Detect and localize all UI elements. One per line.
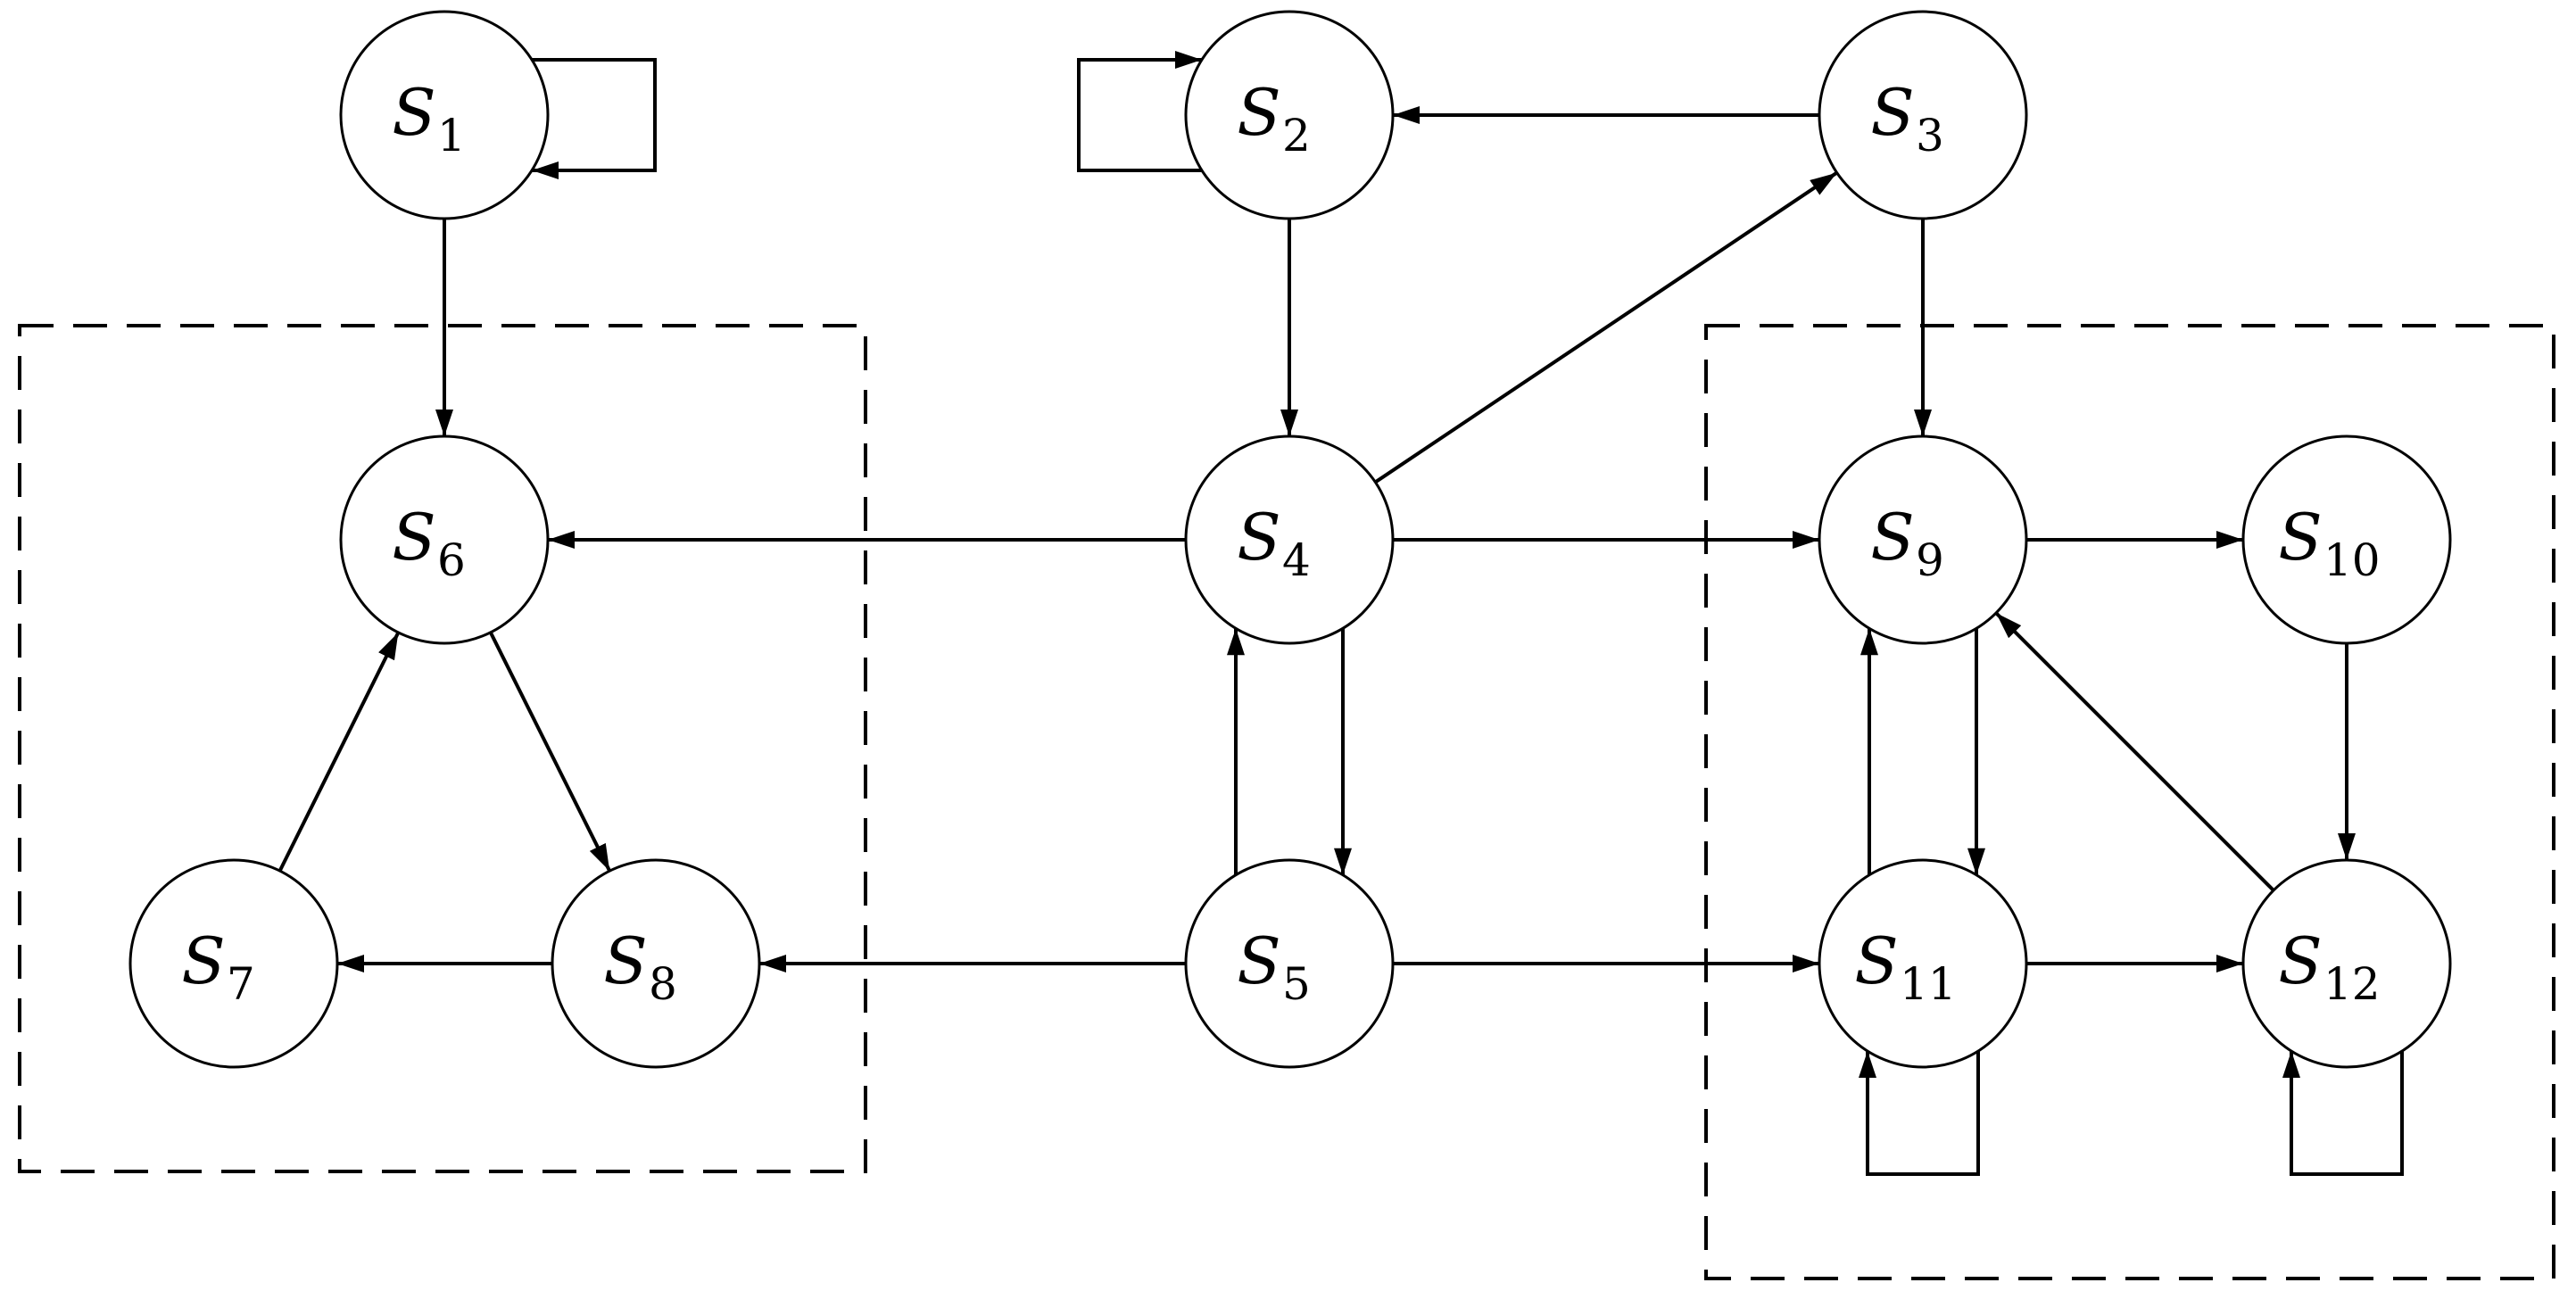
edge-s6-to-s8 bbox=[488, 631, 612, 873]
node-s8-label: S bbox=[603, 923, 647, 998]
node-s11-circle bbox=[1818, 858, 2028, 1069]
node-s4-label: S bbox=[1237, 500, 1280, 575]
node-s7-subscript: 7 bbox=[227, 958, 255, 1010]
edge-s4-to-s3 bbox=[1374, 170, 1838, 484]
node-s9-label: S bbox=[1870, 500, 1914, 575]
node-s10-label: S bbox=[2278, 500, 2322, 575]
node-s9-subscript: 9 bbox=[1916, 534, 1944, 586]
node-s4-subscript: 4 bbox=[1282, 534, 1311, 586]
node-s3-label: S bbox=[1870, 75, 1914, 150]
edge-s12-to-s9 bbox=[1994, 611, 2275, 892]
edge-s2-to-s2 bbox=[1077, 51, 1202, 172]
edge-s7-to-s6 bbox=[277, 631, 401, 873]
node-s6-subscript: 6 bbox=[437, 534, 466, 586]
node-s5-circle bbox=[1184, 858, 1395, 1069]
node-s4-circle bbox=[1184, 434, 1395, 645]
left-group-box bbox=[18, 324, 867, 1173]
node-s9-circle bbox=[1818, 434, 2028, 645]
node-s8-circle bbox=[551, 858, 761, 1069]
node-s12-subscript: 12 bbox=[2323, 958, 2381, 1010]
node-s5-subscript: 5 bbox=[1282, 958, 1311, 1010]
node-s5-label: S bbox=[1237, 923, 1280, 998]
node-s8-subscript: 8 bbox=[649, 958, 677, 1010]
node-s1-subscript: 1 bbox=[437, 110, 466, 161]
node-s12-circle bbox=[2241, 858, 2452, 1069]
edge-s1-to-s1 bbox=[532, 58, 657, 179]
node-s2-subscript: 2 bbox=[1282, 110, 1311, 161]
node-s10-circle bbox=[2241, 434, 2452, 645]
node-s11-subscript: 11 bbox=[1900, 958, 1957, 1010]
node-s6-label: S bbox=[392, 500, 435, 575]
node-s7-circle bbox=[128, 858, 339, 1069]
node-s1-label: S bbox=[392, 75, 435, 150]
node-s2-label: S bbox=[1237, 75, 1280, 150]
node-s12-label: S bbox=[2278, 923, 2322, 998]
groups-layer bbox=[18, 324, 2555, 1280]
node-s3-subscript: 3 bbox=[1916, 110, 1944, 161]
node-s3-circle bbox=[1818, 10, 2028, 220]
edge-s12-to-s12 bbox=[2282, 1051, 2404, 1176]
node-s2-circle bbox=[1184, 10, 1395, 220]
node-s7-label: S bbox=[181, 923, 225, 998]
edges-layer bbox=[277, 51, 2404, 1176]
node-s10-subscript: 10 bbox=[2323, 534, 2381, 586]
edge-s11-to-s11 bbox=[1859, 1051, 1980, 1176]
node-s6-circle bbox=[339, 434, 550, 645]
node-s1-circle bbox=[339, 10, 550, 220]
node-s11-label: S bbox=[1854, 923, 1898, 998]
right-group-box bbox=[1704, 324, 2555, 1280]
